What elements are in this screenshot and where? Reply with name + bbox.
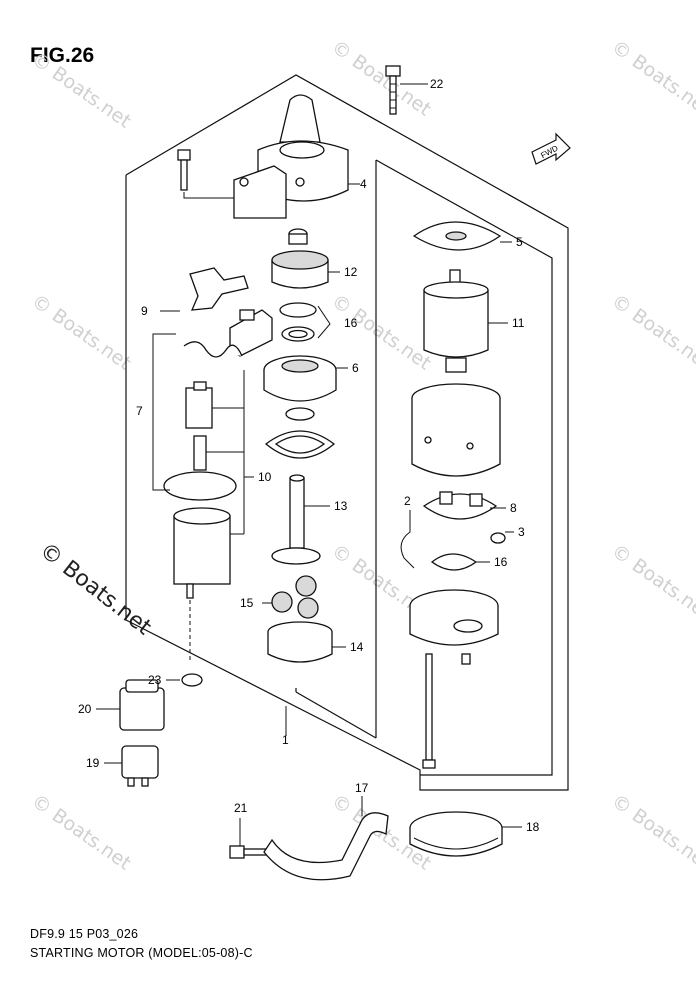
fwd-arrow-icon: FWD bbox=[531, 132, 571, 165]
callout-2: 2 bbox=[404, 494, 411, 508]
callout-16: 16 bbox=[344, 316, 358, 330]
callout-19: 19 bbox=[86, 756, 100, 770]
pinion-gear-12-icon bbox=[271, 228, 329, 289]
callout-8: 8 bbox=[510, 501, 517, 515]
ring-gear-14-icon bbox=[267, 621, 333, 663]
callout-22: 22 bbox=[430, 77, 444, 91]
nut-23-icon bbox=[181, 673, 203, 687]
callout-6: 6 bbox=[352, 361, 359, 375]
bolt-21-icon bbox=[229, 845, 269, 859]
relay-20-icon bbox=[119, 679, 165, 731]
solenoid-parts-icon bbox=[163, 341, 243, 599]
callout-13: 13 bbox=[334, 499, 348, 513]
callout-15: 15 bbox=[240, 596, 254, 610]
callout-labels: 1 2 3 4 5 6 7 8 9 10 11 12 13 14 15 16 1… bbox=[78, 77, 540, 834]
end-plate-5-icon bbox=[412, 221, 502, 251]
gear-cover-6-icon bbox=[263, 355, 337, 402]
planet-gears-15-icon bbox=[271, 575, 319, 619]
callout-20: 20 bbox=[78, 702, 92, 716]
callout-1: 1 bbox=[282, 733, 289, 747]
nut-3-icon bbox=[490, 532, 506, 544]
assembly-frame-inner bbox=[375, 159, 553, 776]
callout-14: 14 bbox=[350, 640, 364, 654]
callout-5: 5 bbox=[516, 235, 523, 249]
shift-lever-9-icon bbox=[189, 267, 249, 311]
callout-9: 9 bbox=[141, 304, 148, 318]
figure-title: FIG.26 bbox=[30, 44, 95, 67]
brush-holder-8-icon bbox=[422, 491, 498, 520]
callout-11: 11 bbox=[512, 316, 525, 330]
figure-code: DF9.9 15 P03_026 bbox=[30, 927, 139, 941]
gasket-icon bbox=[264, 430, 336, 459]
washer-icon bbox=[285, 407, 315, 421]
front-housing-4-icon bbox=[233, 94, 349, 219]
callout-4: 4 bbox=[360, 177, 367, 191]
figure-caption: STARTING MOTOR (MODEL:05-08)-C bbox=[30, 946, 253, 960]
snap-ring-16-icon bbox=[279, 302, 317, 342]
armature-11-icon bbox=[423, 269, 489, 373]
bolt-22-icon bbox=[385, 65, 401, 115]
callout-10: 10 bbox=[258, 470, 272, 484]
callout-12: 12 bbox=[344, 265, 358, 279]
callout-21: 21 bbox=[234, 801, 248, 815]
callout-17: 17 bbox=[355, 781, 369, 795]
bolt-small-icon bbox=[177, 149, 191, 191]
assembly-frame-outer bbox=[125, 74, 569, 791]
end-frame-icon bbox=[409, 589, 499, 665]
lead-wire-2-icon bbox=[400, 510, 415, 569]
yoke-housing-icon bbox=[411, 383, 501, 477]
relay-19-icon bbox=[121, 745, 159, 787]
band-18-icon bbox=[409, 811, 503, 857]
callout-16-lower: 16 bbox=[494, 555, 508, 569]
shaft-13-icon bbox=[271, 474, 321, 565]
snap-ring-16-lower-icon bbox=[430, 553, 478, 571]
callout-7: 7 bbox=[136, 404, 143, 418]
through-bolt-icon bbox=[422, 653, 436, 769]
bracket-17-icon bbox=[263, 812, 389, 881]
callout-18: 18 bbox=[526, 820, 540, 834]
callout-3: 3 bbox=[518, 525, 525, 539]
callout-23: 23 bbox=[148, 673, 162, 687]
